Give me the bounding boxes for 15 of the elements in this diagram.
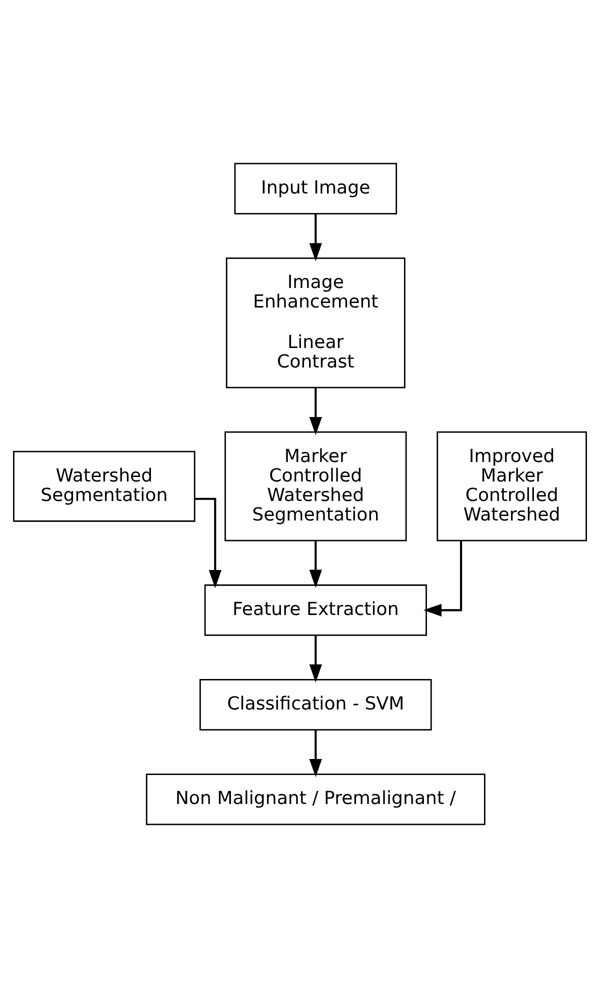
node-box: Classification - SVM: [199, 679, 432, 731]
arrow: [423, 540, 462, 617]
arrow: [309, 636, 322, 683]
node-box: Improved Marker Controlled Watershed: [436, 431, 587, 542]
node-box: Non Malignant / Premalignant /: [146, 774, 486, 826]
node-box: Input Image: [234, 162, 398, 214]
arrow: [309, 540, 322, 588]
arrow: [194, 498, 222, 588]
node-box: Image Enhancement Linear Contrast: [226, 257, 406, 388]
arrow: [309, 388, 322, 436]
node-box: Watershed Segmentation: [13, 450, 196, 522]
arrow: [309, 214, 322, 262]
arrow: [309, 730, 322, 778]
node-box: Feature Extraction: [204, 584, 427, 636]
node-box: Marker Controlled Watershed Segmentation: [224, 431, 407, 542]
